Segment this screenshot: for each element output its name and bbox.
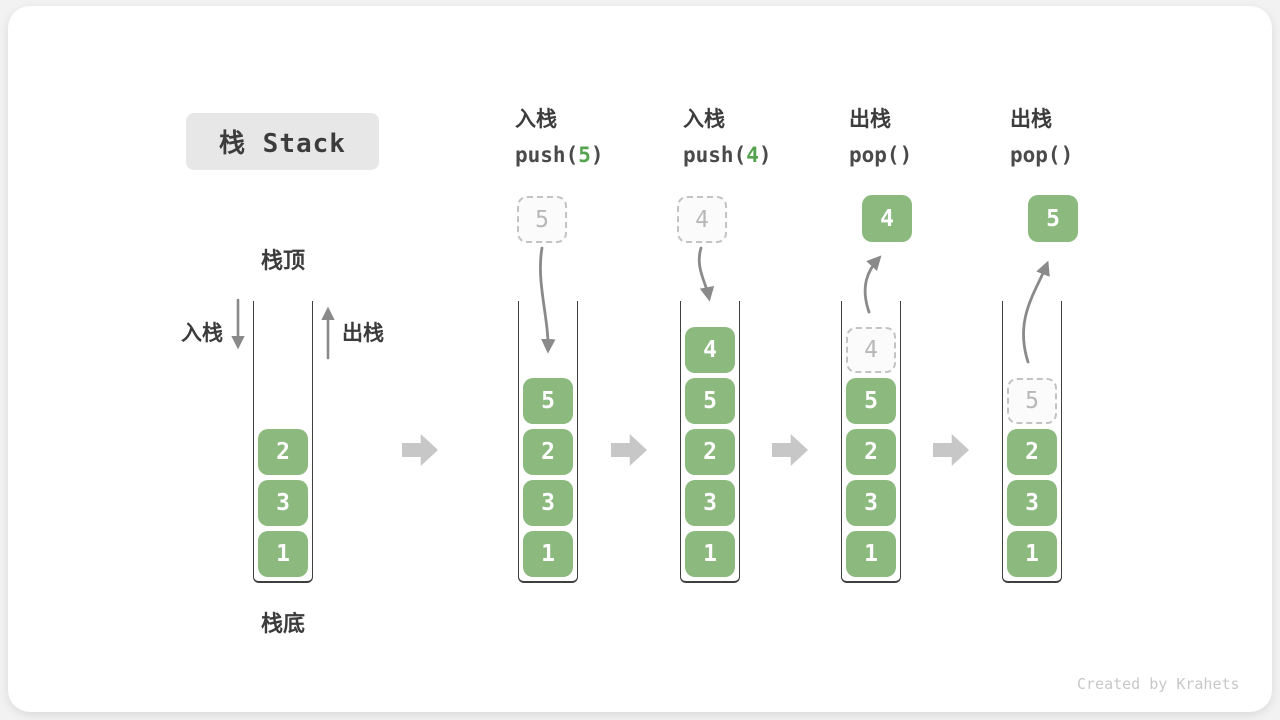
push-side-label: 入栈 — [181, 322, 223, 345]
operation-name: 出栈 — [849, 108, 891, 131]
operation-code: push(5) — [515, 142, 675, 168]
stack-cells: 1 3 2 5 — [1003, 378, 1061, 577]
stack-element: 1 — [258, 531, 308, 577]
stack-element: 4 — [685, 327, 735, 373]
operation-name: 入栈 — [515, 108, 557, 131]
stack-cells: 1 3 2 5 4 — [842, 327, 900, 577]
operation-code: push(4) — [683, 142, 843, 168]
stack-element: 1 — [523, 531, 573, 577]
code-text: pop( — [849, 143, 900, 167]
operation-code: pop() — [849, 142, 1009, 168]
stack-cells: 1 3 2 5 4 — [681, 327, 739, 577]
code-close: ) — [899, 143, 913, 167]
operation-label-pop2: 出栈 pop() — [1010, 106, 1170, 168]
code-close: ) — [758, 143, 772, 167]
code-close: ) — [1060, 143, 1074, 167]
stack-element: 5 — [523, 378, 573, 424]
popped-value-5: 5 — [1028, 195, 1078, 242]
code-text: push( — [515, 143, 579, 167]
operation-name: 入栈 — [683, 108, 725, 131]
code-text: pop( — [1010, 143, 1061, 167]
code-text: push( — [683, 143, 747, 167]
operation-label-push4: 入栈 push(4) — [683, 106, 843, 168]
stack-after-pop2: 1 3 2 5 — [1002, 301, 1062, 583]
stack-top-label: 栈顶 — [260, 248, 305, 273]
stack-element: 2 — [1007, 429, 1057, 475]
stack-element: 2 — [685, 429, 735, 475]
stack-after-pop1: 1 3 2 5 4 — [841, 301, 901, 583]
code-argument: 4 — [746, 143, 759, 167]
code-argument: 5 — [578, 143, 591, 167]
popped-value-4: 4 — [862, 195, 912, 242]
watermark: Created by Krahets — [1077, 675, 1240, 693]
stack-element: 3 — [1007, 480, 1057, 526]
stack-after-push4: 1 3 2 5 4 — [680, 301, 740, 583]
stack-element: 3 — [685, 480, 735, 526]
stack-after-push5: 1 3 2 5 — [518, 301, 578, 583]
stack-initial: 1 3 2 — [253, 301, 313, 583]
stack-element: 5 — [846, 378, 896, 424]
stack-element: 3 — [258, 480, 308, 526]
stack-element: 2 — [258, 429, 308, 475]
operation-code: pop() — [1010, 142, 1170, 168]
stack-cells: 1 3 2 — [254, 429, 312, 577]
stack-bottom-label: 栈底 — [260, 611, 305, 636]
stack-element: 3 — [846, 480, 896, 526]
stack-element: 5 — [685, 378, 735, 424]
code-close: ) — [590, 143, 604, 167]
pop-side-label: 出栈 — [342, 322, 384, 345]
stack-element-removed: 4 — [846, 327, 896, 373]
stack-element: 2 — [846, 429, 896, 475]
stack-cells: 1 3 2 5 — [519, 378, 577, 577]
stack-element: 1 — [1007, 531, 1057, 577]
stack-element: 1 — [846, 531, 896, 577]
operation-label-pop1: 出栈 pop() — [849, 106, 1009, 168]
pushed-value-ghost-4: 4 — [677, 196, 727, 243]
stack-element: 2 — [523, 429, 573, 475]
stack-element: 3 — [523, 480, 573, 526]
operation-label-push5: 入栈 push(5) — [515, 106, 675, 168]
stack-element: 1 — [685, 531, 735, 577]
operation-name: 出栈 — [1010, 108, 1052, 131]
pushed-value-ghost-5: 5 — [517, 196, 567, 243]
diagram-title: 栈 Stack — [186, 113, 379, 170]
stack-element-removed: 5 — [1007, 378, 1057, 424]
